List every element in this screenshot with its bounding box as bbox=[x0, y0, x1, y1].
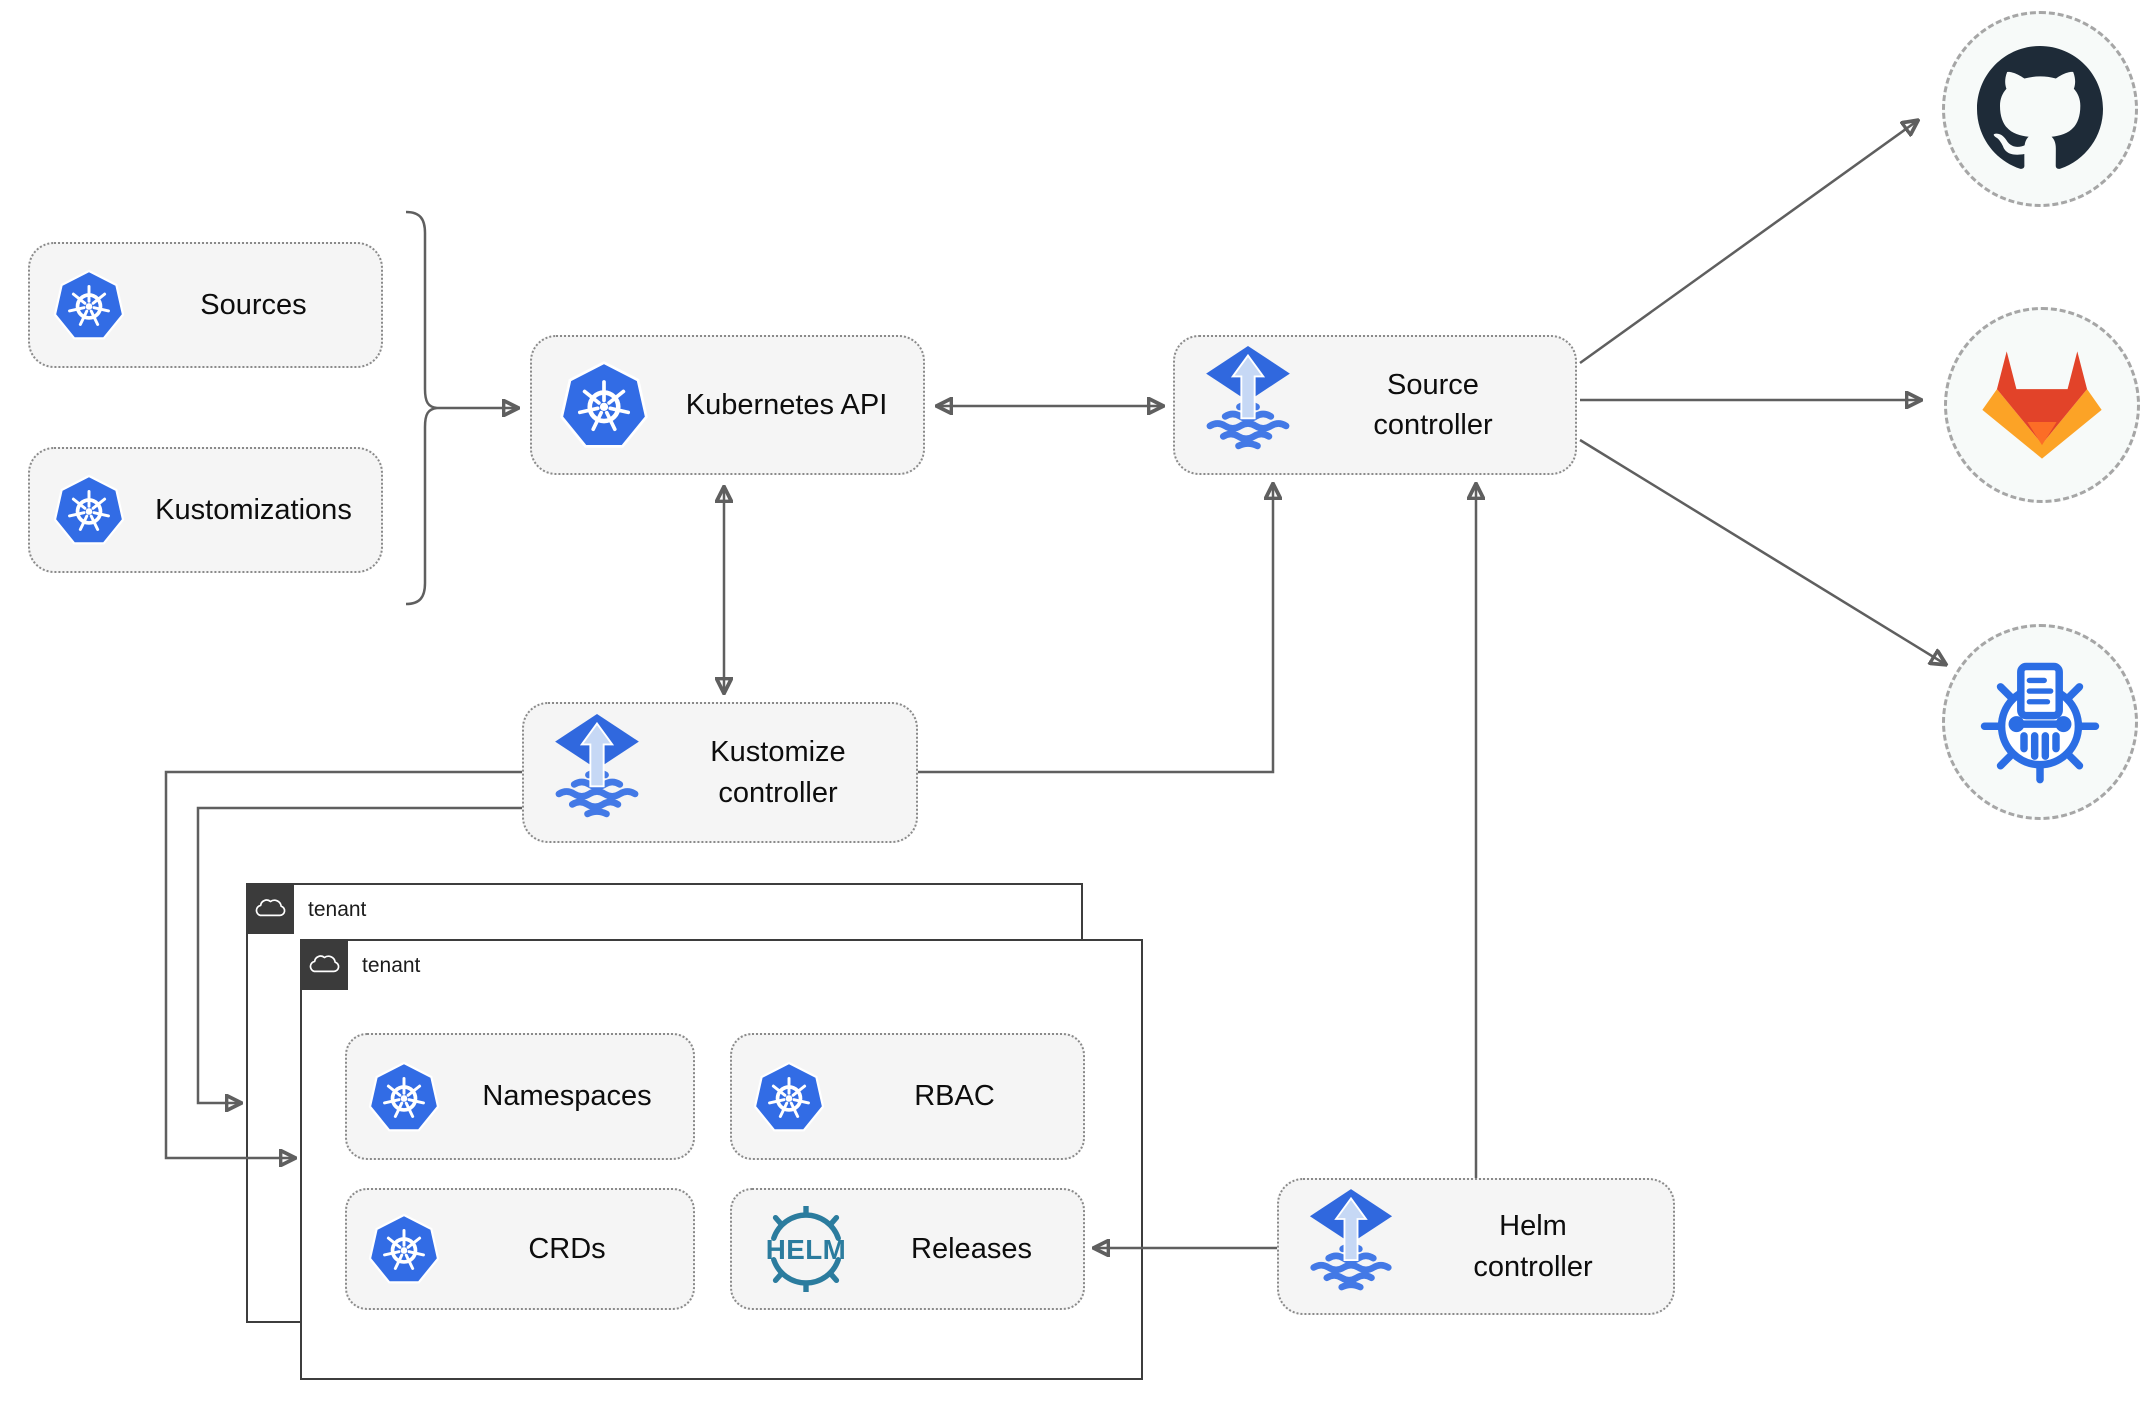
cloud-icon bbox=[309, 954, 340, 972]
outer-tenant-tab bbox=[246, 883, 294, 934]
node-releases: HELM Releases bbox=[730, 1188, 1085, 1310]
flux-icon bbox=[1309, 1188, 1393, 1305]
kubernetes-icon bbox=[367, 1060, 441, 1134]
node-helm-controller: Helm controller bbox=[1277, 1178, 1675, 1315]
helm-logo-text: HELM bbox=[766, 1234, 846, 1265]
gitlab-icon bbox=[1982, 351, 2102, 459]
node-kustomizations: Kustomizations bbox=[28, 447, 383, 573]
node-label: Releases bbox=[911, 1232, 1032, 1265]
inner-tenant-tab bbox=[300, 939, 348, 990]
registry-endpoint bbox=[1942, 624, 2138, 820]
sources-group-brace bbox=[405, 210, 438, 606]
kubernetes-icon bbox=[752, 1060, 826, 1134]
cloud-icon bbox=[255, 898, 286, 916]
outer-tenant-label: tenant bbox=[308, 898, 367, 921]
node-sources: Sources bbox=[28, 242, 383, 368]
node-kustomize-controller: Kustomize controller bbox=[522, 702, 918, 843]
node-label: Kustomizations bbox=[155, 493, 352, 526]
kubernetes-icon bbox=[52, 473, 126, 547]
kubernetes-icon bbox=[52, 268, 126, 342]
arrow-source-controller-to-registry bbox=[1579, 438, 1945, 664]
node-label: Namespaces bbox=[482, 1080, 652, 1113]
helm-icon: HELM bbox=[752, 1206, 860, 1292]
gitlab-endpoint bbox=[1944, 307, 2140, 503]
inner-tenant-label: tenant bbox=[362, 954, 421, 977]
github-endpoint bbox=[1942, 11, 2138, 207]
kubernetes-icon bbox=[558, 359, 650, 451]
kubernetes-icon bbox=[367, 1212, 441, 1286]
flux-icon bbox=[1205, 346, 1291, 464]
node-namespaces: Namespaces bbox=[345, 1033, 695, 1160]
node-rbac: RBAC bbox=[730, 1033, 1085, 1160]
node-label: Sources bbox=[200, 288, 307, 321]
node-label: Source controller bbox=[1373, 368, 1493, 441]
node-label: Helm controller bbox=[1473, 1210, 1593, 1283]
node-kubernetes-api: Kubernetes API bbox=[530, 335, 925, 475]
node-label: Kustomize controller bbox=[710, 736, 846, 809]
node-label: RBAC bbox=[914, 1080, 995, 1113]
node-label: CRDs bbox=[528, 1232, 606, 1265]
github-icon bbox=[1977, 46, 2103, 169]
manifest-registry-icon bbox=[1980, 662, 2100, 784]
arrow-kustomize-controller-to-source-controller bbox=[918, 485, 1273, 774]
flux-icon bbox=[554, 713, 640, 832]
arrow-source-controller-to-github bbox=[1579, 121, 1917, 365]
node-label: Kubernetes API bbox=[685, 388, 888, 421]
node-crds: CRDs bbox=[345, 1188, 695, 1310]
node-source-controller: Source controller bbox=[1173, 335, 1577, 475]
